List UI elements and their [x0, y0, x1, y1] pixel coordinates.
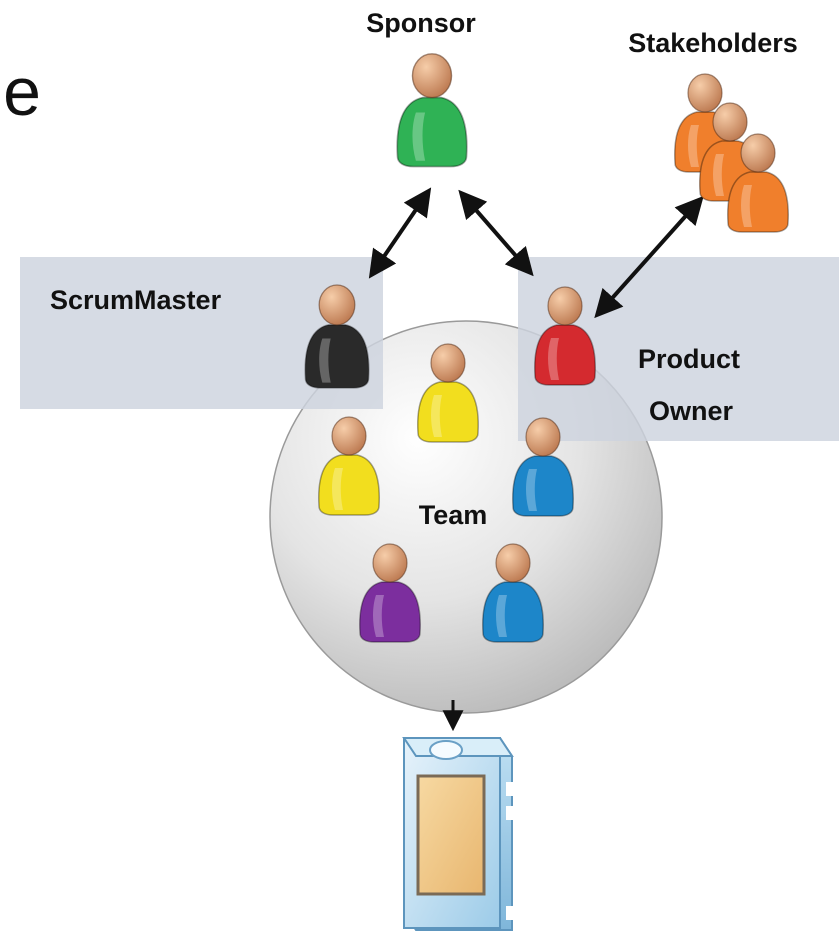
- software-box-icon: [402, 737, 514, 931]
- sponsor-person-icon: [396, 53, 468, 168]
- sponsor-label: Sponsor: [366, 8, 476, 38]
- product-owner-person-icon: [534, 286, 596, 386]
- stakeholder-person-icon-3: [727, 133, 789, 233]
- team-member-purple-icon: [359, 543, 421, 643]
- team-member-blue-icon-1: [512, 417, 574, 517]
- stakeholders-label: Stakeholders: [628, 28, 798, 58]
- team-label: Team: [419, 500, 488, 530]
- product-owner-label-line2: Owner: [649, 396, 734, 426]
- team-member-yellow-icon-2: [318, 416, 380, 516]
- slide-title-fragment: le: [0, 54, 41, 130]
- team-member-blue-icon-2: [482, 543, 544, 643]
- scrummaster-label: ScrumMaster: [50, 285, 222, 315]
- arrow-sponsor-scrummaster: [368, 187, 432, 279]
- team-member-yellow-icon-1: [417, 343, 479, 443]
- people-icons: [304, 53, 789, 643]
- product-owner-label-line1: Product: [638, 344, 740, 374]
- arrow-stakeholders-product-owner: [594, 195, 704, 319]
- arrow-sponsor-product-owner: [458, 189, 534, 277]
- scrummaster-person-icon: [304, 284, 370, 389]
